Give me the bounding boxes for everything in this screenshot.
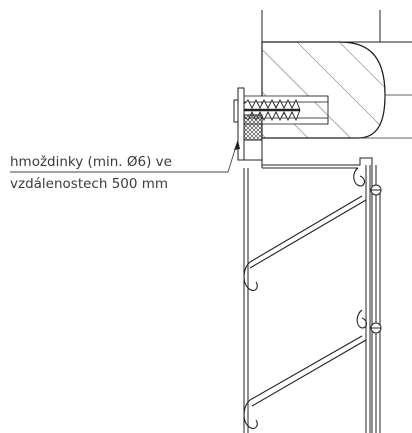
wall-above: [261, 10, 412, 43]
hook-mid-right: [356, 309, 382, 334]
leader-line: [10, 139, 240, 173]
louvre-rail: [365, 165, 381, 433]
sealing-block: [243, 114, 263, 141]
annotation-line-2: vzdálenostech 500 mm: [10, 176, 168, 192]
annotation-line-1: hmoždinky (min. Ø6) ve: [10, 154, 172, 170]
frame-profile: [237, 87, 373, 433]
louvre-slat-2: [243, 335, 367, 429]
hook-top-right: [353, 167, 382, 196]
louvre-slat-1: [243, 195, 367, 291]
